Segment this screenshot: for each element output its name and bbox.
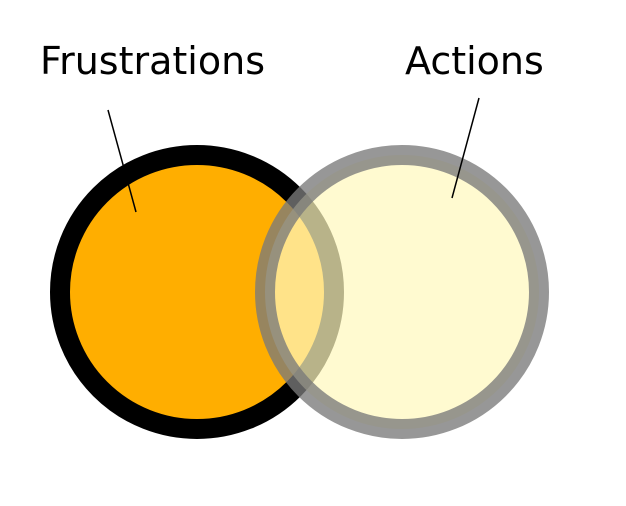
frustrations-label: Frustrations xyxy=(40,39,265,83)
actions-circle xyxy=(255,145,549,439)
actions-label: Actions xyxy=(405,39,544,83)
actions-leader-line xyxy=(451,97,480,199)
frustrations-leader-line xyxy=(107,109,137,213)
